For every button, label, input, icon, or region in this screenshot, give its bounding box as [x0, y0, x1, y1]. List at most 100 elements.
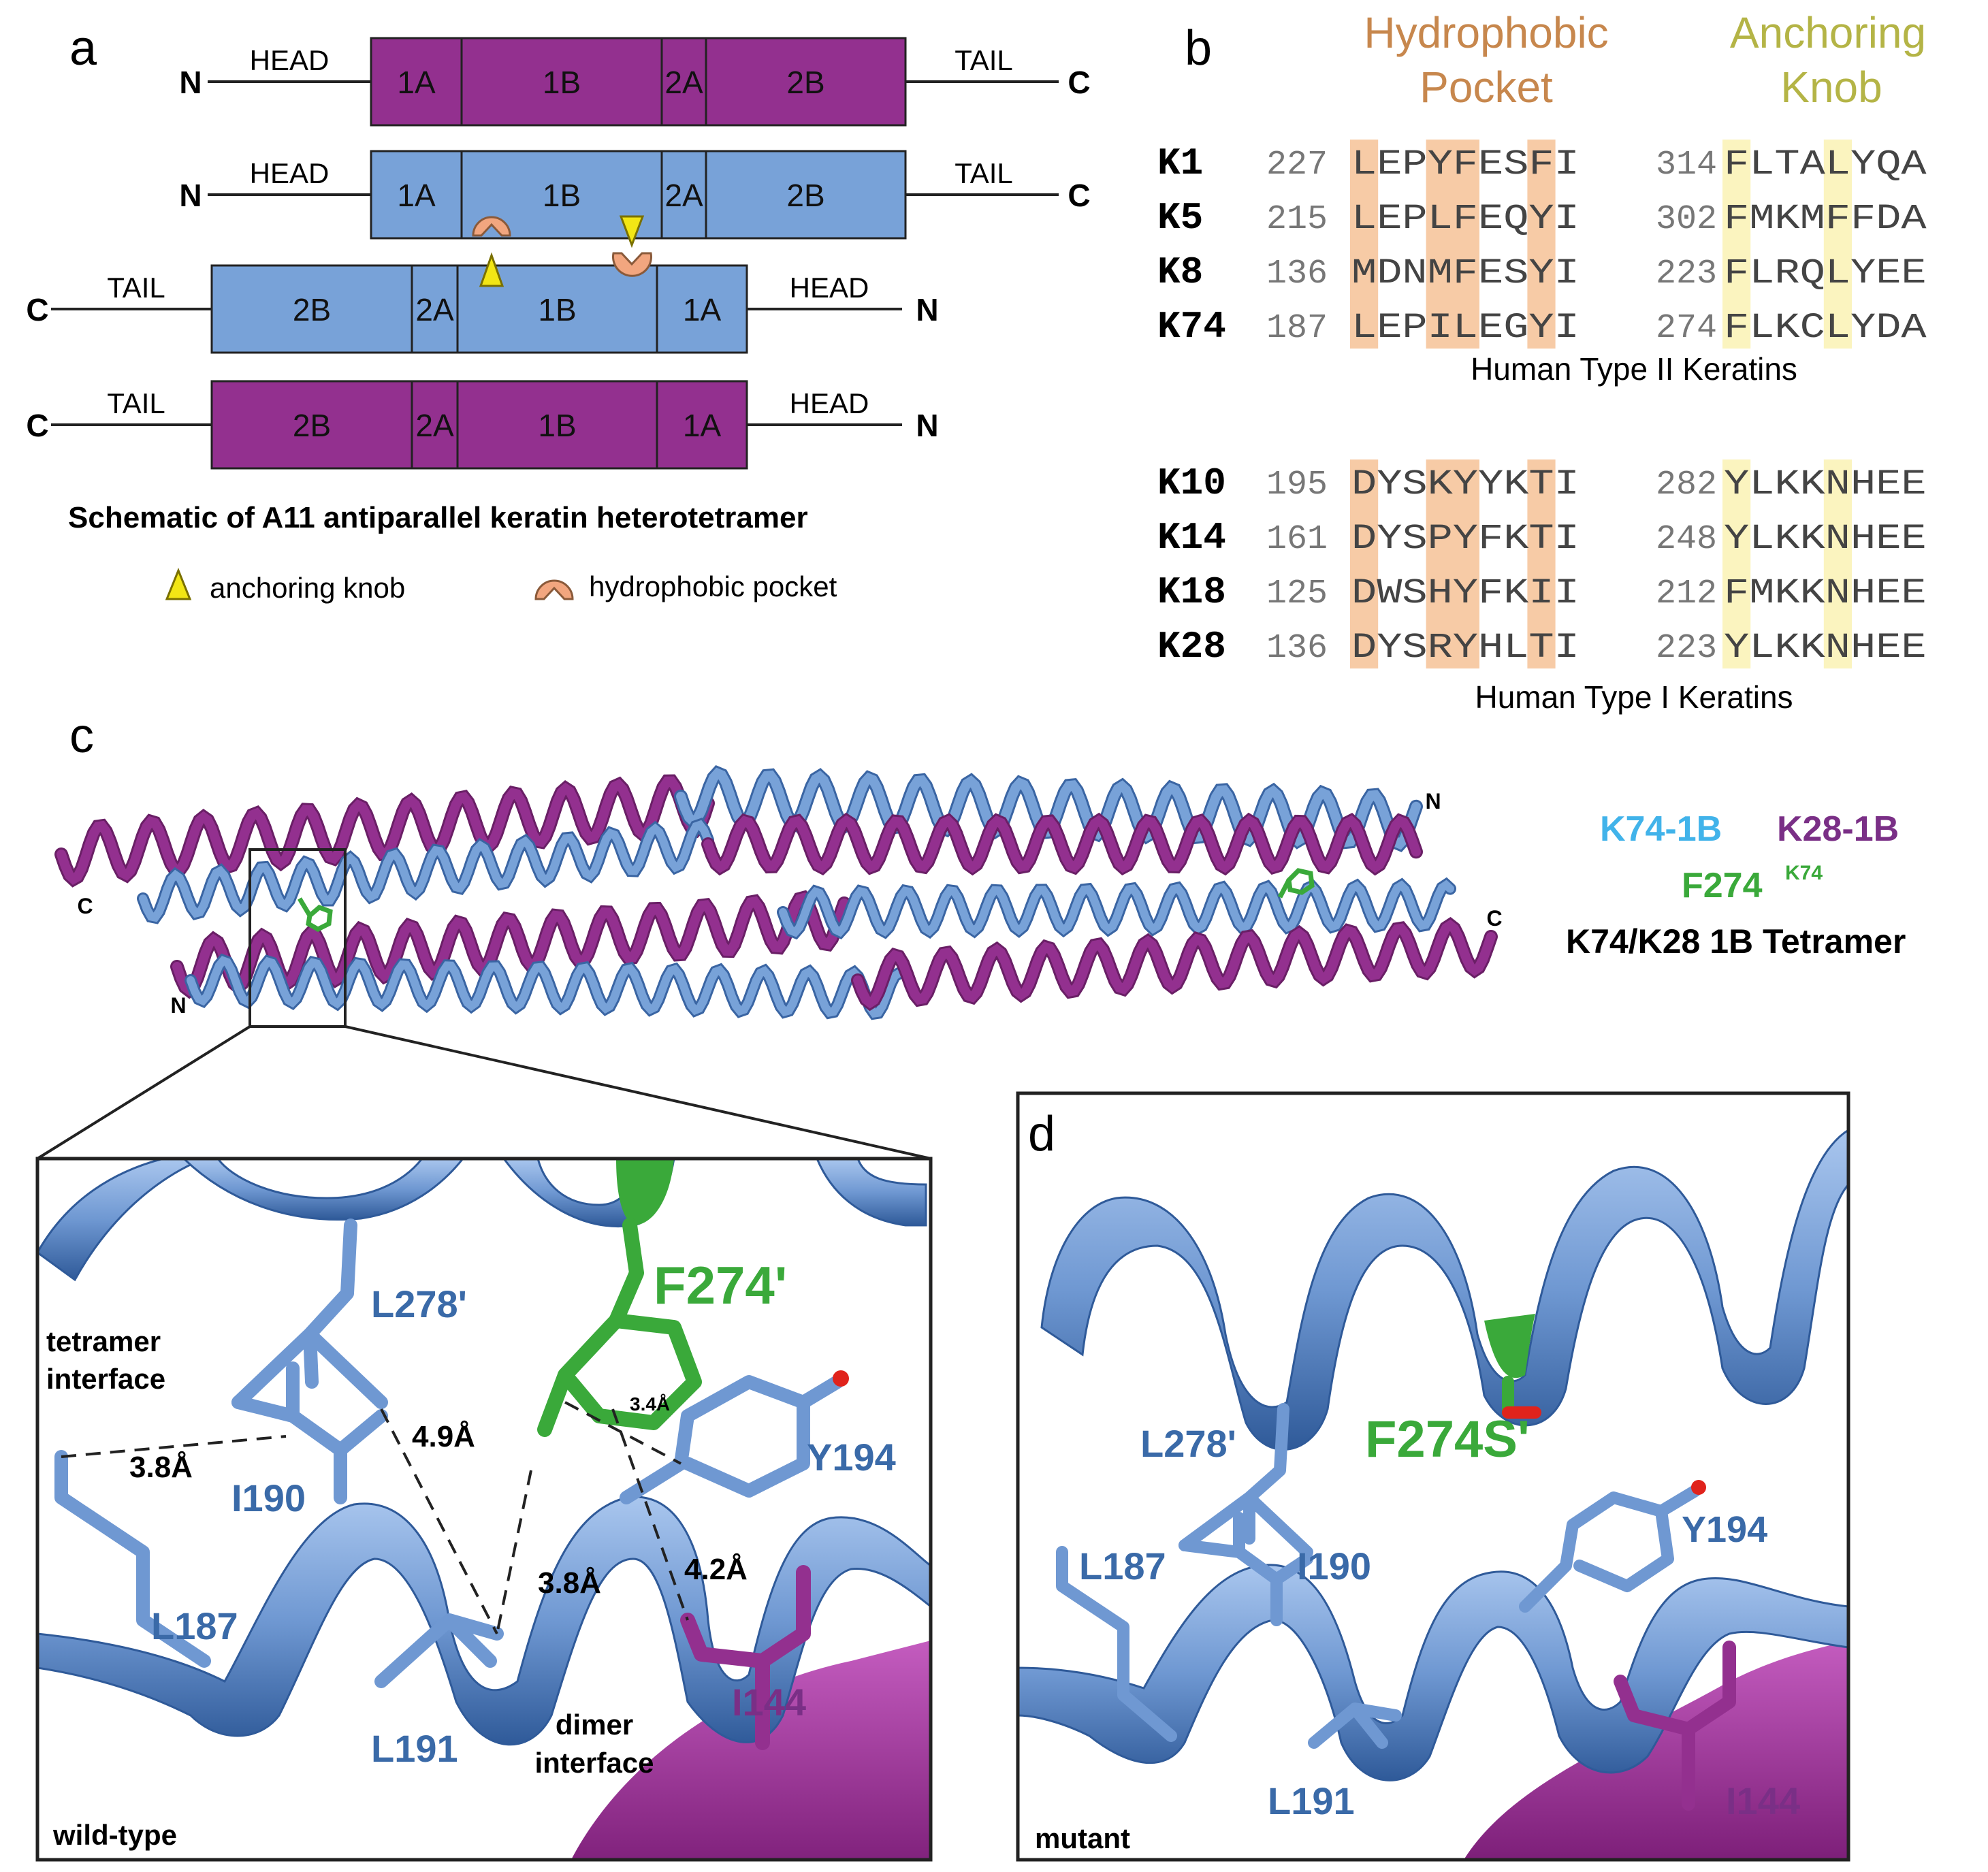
- l187-sidechain: [1056, 1546, 1177, 1742]
- residue-number: 215: [1266, 200, 1328, 239]
- region-label-right: HEAD: [790, 387, 869, 419]
- column-highlight: [1722, 459, 1751, 668]
- type1-caption: Human Type I Keratins: [1475, 679, 1793, 715]
- column-highlight: [1527, 459, 1556, 668]
- y194-hydroxyl: [833, 1370, 849, 1387]
- knob-sequence: FLKCLYDA: [1724, 308, 1927, 348]
- residue-number: 223: [1656, 629, 1717, 668]
- panel-c-tetramer: c N C C N K74-1B K28-1B F274 K74 K74/K28…: [36, 709, 1906, 1160]
- column-highlight: [1722, 140, 1751, 349]
- chain-end-left: C: [26, 292, 48, 327]
- helix-k28-top-left: [54, 774, 715, 888]
- legend-anchoring-knob: anchoring knob: [210, 572, 405, 604]
- panel-a-legend: anchoring knob hydrophobic pocket: [165, 568, 837, 604]
- knob-pocket-markers: [472, 215, 652, 287]
- l191-sidechain: [1308, 1702, 1402, 1749]
- domain-label: 2B: [786, 65, 824, 100]
- pocket-sequence: DYSRYHLTI: [1351, 628, 1580, 668]
- label-f274: F274': [654, 1255, 787, 1315]
- label-l278: L278': [1140, 1422, 1236, 1465]
- f274-helix-segment: [616, 1159, 674, 1225]
- pocket-sequence: LEPILEGYI: [1351, 308, 1580, 348]
- keratin-name: K1: [1157, 142, 1203, 185]
- pocket-sequence: DWSHYFKII: [1351, 573, 1580, 613]
- keratin-name: K5: [1157, 196, 1203, 240]
- s274-sidechain: [1502, 1376, 1541, 1419]
- pocket-icon: [534, 579, 574, 600]
- i190-sidechain: [1179, 1512, 1313, 1626]
- end-n-bottom-left: N: [170, 993, 186, 1018]
- residue-number: 212: [1656, 575, 1717, 613]
- pocket-icon: [612, 252, 652, 277]
- domain-box: [411, 264, 459, 354]
- column-highlight: [1823, 459, 1852, 668]
- legend-tetramer-title: K74/K28 1B Tetramer: [1566, 922, 1906, 961]
- domain-box: [456, 380, 658, 470]
- upper-coiled-helix: [1040, 1129, 1848, 1451]
- region-label-left: HEAD: [250, 44, 330, 76]
- distance-d3: 3.4Å: [630, 1393, 670, 1415]
- helix-k28-mid-right: [701, 812, 1423, 876]
- label-dimer-interface-1: dimer: [556, 1709, 633, 1741]
- pocket-sequence: MDNMFESYI: [1351, 253, 1580, 293]
- knob-sequence: FLRQLYEE: [1724, 253, 1927, 293]
- domain-label: 1A: [397, 65, 436, 100]
- l278-sidechain: [231, 1219, 388, 1409]
- domain-label: 2B: [293, 292, 331, 327]
- zoom-box: [248, 848, 347, 1028]
- l187-sidechain: [54, 1450, 211, 1668]
- panel-a-caption: Schematic of A11 antiparallel keratin he…: [68, 501, 808, 534]
- region-label-left: TAIL: [107, 387, 165, 419]
- domain-label: 1B: [543, 65, 581, 100]
- label-tetramer-interface-2: interface: [46, 1363, 165, 1395]
- label-wild-type: wild-type: [52, 1819, 177, 1851]
- pocket-sequence: LEPLFEQYI: [1351, 199, 1580, 239]
- domain-label: 2A: [664, 178, 703, 213]
- helix-k74-lower-right: [777, 877, 1456, 940]
- label-l187: L187: [1079, 1545, 1166, 1587]
- panel-b-label: b: [1185, 21, 1212, 76]
- region-label-left: TAIL: [107, 272, 165, 304]
- legend-k28-1b: K28-1B: [1777, 809, 1899, 849]
- region-label-left: HEAD: [250, 157, 330, 189]
- helix-k28-lower-left: [170, 890, 851, 999]
- column-highlight: [1426, 140, 1454, 349]
- chain-end-left: C: [26, 408, 48, 443]
- panel-d-label: d: [1028, 1107, 1055, 1161]
- column-highlight: [1426, 459, 1454, 668]
- column-highlight: [1451, 140, 1479, 349]
- distance-d4: 3.8Å: [538, 1566, 601, 1600]
- chain-end-right: C: [1068, 65, 1090, 100]
- residue-number: 125: [1266, 575, 1328, 613]
- upper-helix-arc-2: [182, 1159, 464, 1221]
- triangle-icon: [165, 568, 192, 600]
- domain-label: 1A: [397, 178, 436, 213]
- residue-number: 227: [1266, 146, 1328, 184]
- purple-i144-sidechain: [1614, 1641, 1736, 1811]
- knob-sequence: YLKKNHEE: [1724, 628, 1927, 668]
- label-i190: I190: [1297, 1545, 1371, 1587]
- keratin-name: K14: [1157, 516, 1226, 560]
- blue-sidechains: [54, 1219, 844, 1688]
- panel-wild-type-zoom: L278' F274' tetramer interface 3.8Å 4.9Å…: [35, 1157, 933, 1862]
- tetramer-helices: [54, 765, 1498, 1020]
- end-n-top-right: N: [1425, 789, 1441, 813]
- zoom-line-right: [344, 1025, 931, 1160]
- hydrophobic-title-1: Hydrophobic: [1364, 8, 1608, 57]
- label-l191: L191: [1268, 1779, 1355, 1822]
- knob-sequence: FMKMFFDA: [1724, 199, 1927, 239]
- chain-end-right: C: [1068, 178, 1090, 213]
- purple-helix-background: [571, 1641, 931, 1860]
- label-f274s: F274S': [1365, 1410, 1530, 1468]
- domain-box: [210, 380, 413, 470]
